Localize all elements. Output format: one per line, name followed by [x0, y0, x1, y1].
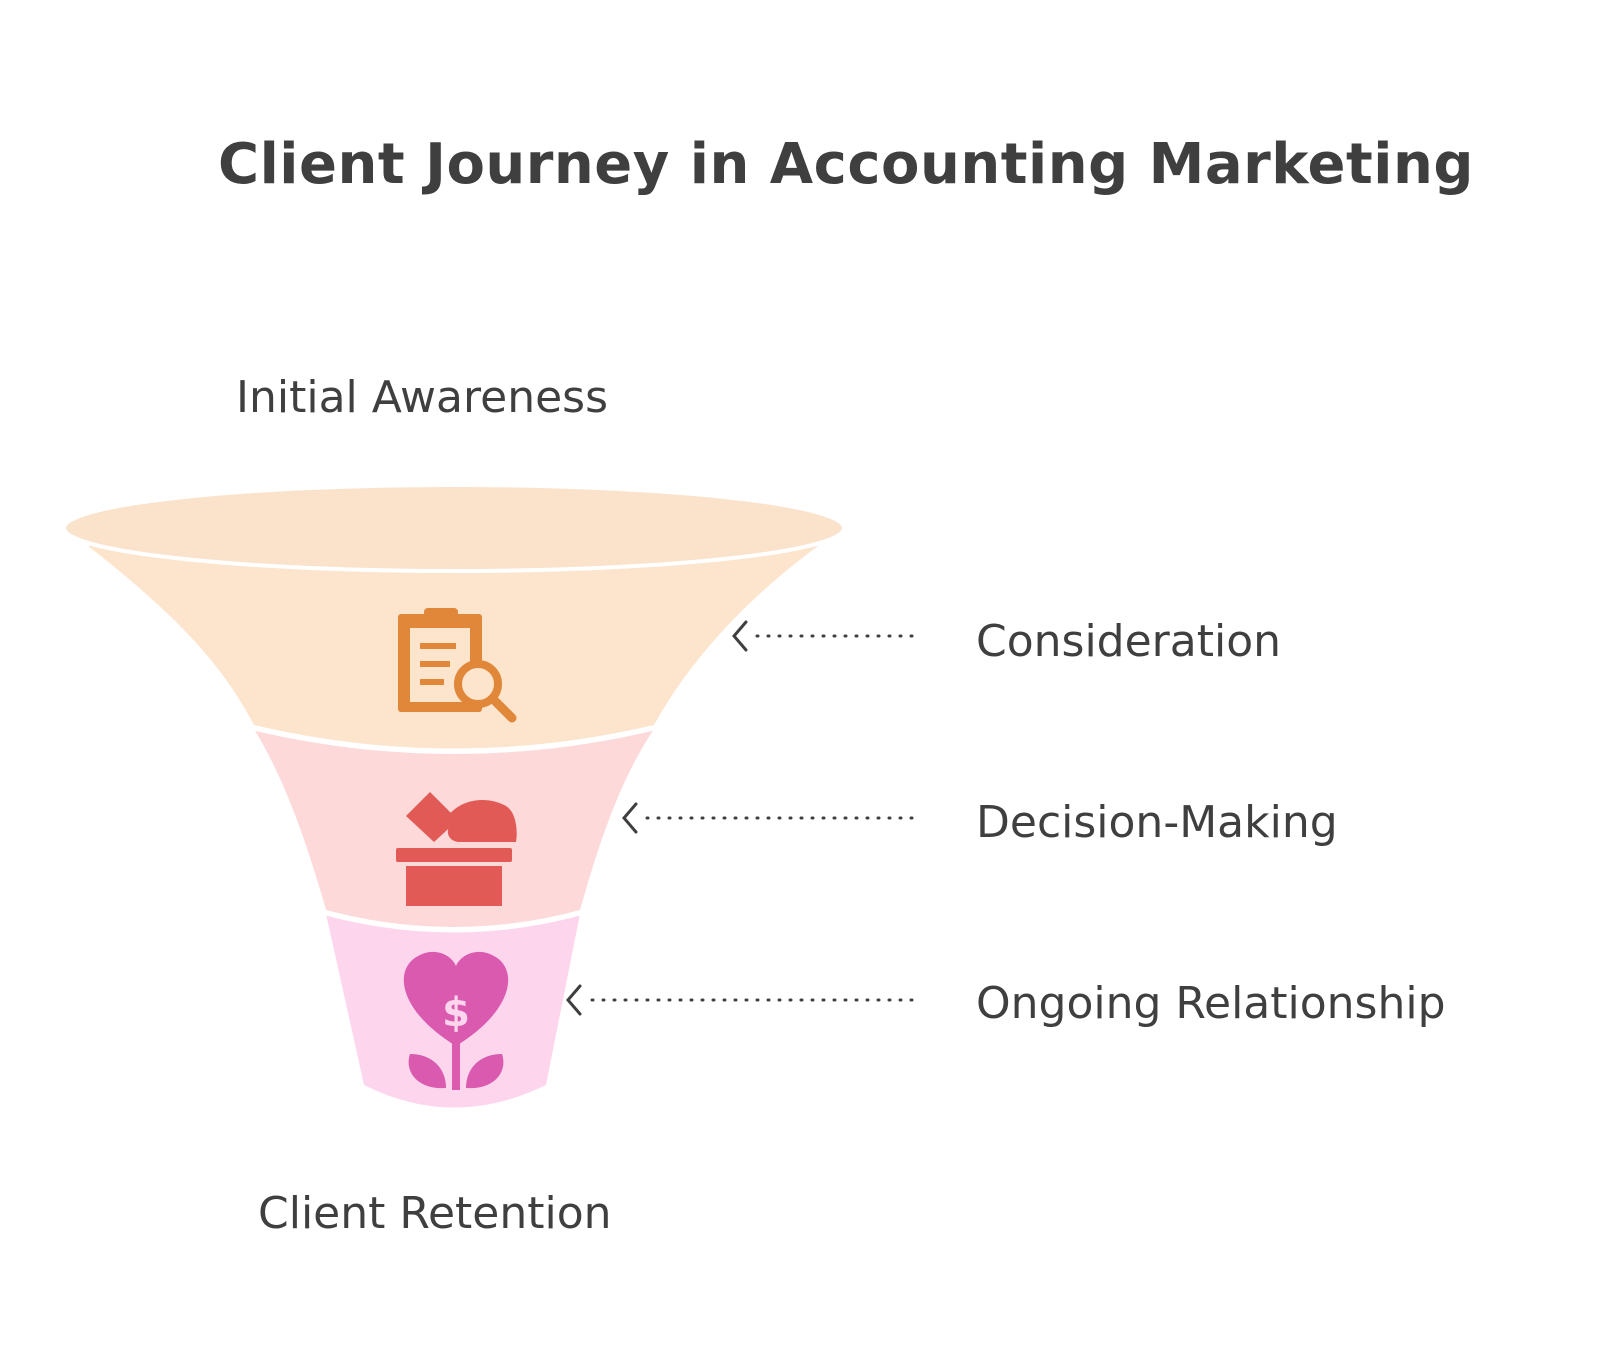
funnel-bottom-label: Client Retention [258, 1188, 612, 1239]
arrow-decision-making [622, 802, 914, 834]
heart-dollar-plant-icon: $ [403, 951, 509, 1090]
stage-label-ongoing-relationship: Ongoing Relationship [976, 978, 1446, 1029]
clipboard-search-icon [398, 608, 517, 723]
funnel-divider-1 [253, 725, 655, 754]
stage-label-decision-making: Decision-Making [976, 797, 1338, 848]
funnel-rim [62, 483, 846, 573]
ballot-box-icon [396, 792, 517, 906]
arrow-consideration [732, 620, 914, 652]
funnel-divider-2 [325, 910, 581, 933]
stage-label-consideration: Consideration [976, 616, 1282, 667]
svg-text:$: $ [442, 990, 470, 1036]
funnel-top-label: Initial Awareness [236, 372, 609, 423]
diagram-title: Client Journey in Accounting Marketing [218, 132, 1474, 197]
arrow-ongoing-relationship [566, 984, 914, 1016]
